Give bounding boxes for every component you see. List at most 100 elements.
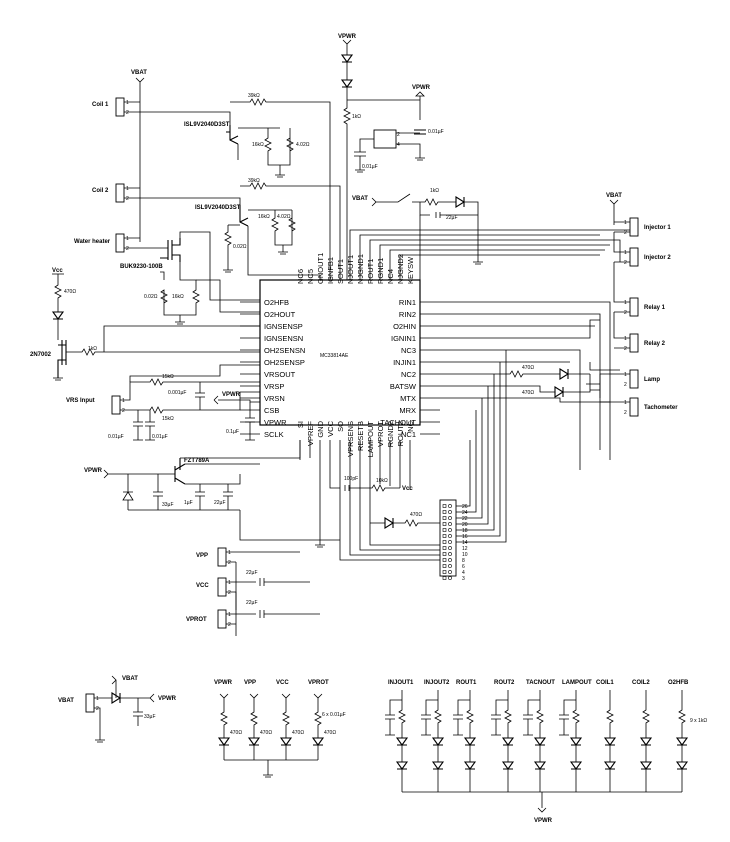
ic-pin-nc1: NC1 — [401, 430, 416, 439]
vbat-rev-top: VBAT — [122, 676, 138, 682]
output-led-icon-2 — [501, 761, 515, 770]
r1k-vbat: 1kΩ — [430, 188, 439, 194]
c33: 33µF — [162, 502, 174, 508]
output-led-cap — [491, 699, 508, 736]
output-led-icon-2 — [675, 761, 689, 770]
output-led-cap — [385, 699, 402, 736]
tach-connector[interactable] — [629, 397, 639, 417]
ic-pin-rgnd2: RGND2 — [386, 421, 395, 447]
output-led-resistor — [642, 690, 650, 738]
header-pin-square — [442, 522, 447, 526]
svg-text:1: 1 — [624, 400, 627, 406]
output-led-resistor — [504, 690, 512, 738]
vbat-right-label: VBAT — [606, 193, 622, 199]
r15k-2: 15kΩ — [162, 416, 174, 422]
ic-pin-si: SI — [296, 421, 305, 428]
ic-pin-oh2sensn: OH2SENSN — [264, 346, 305, 355]
vcc-left-label: Vcc — [52, 268, 63, 274]
mosfet-label: BUK9230-100B — [120, 264, 163, 270]
injector1-connector[interactable] — [629, 217, 639, 237]
ic-pin-rgnd1: RGND1 — [376, 258, 385, 284]
header-pin-dot — [448, 516, 452, 520]
ic-pin-vrsout: VRSOUT — [264, 370, 296, 379]
output-led-icon — [603, 737, 617, 746]
supply-led-icon — [247, 737, 261, 746]
output-led-icon — [431, 737, 445, 746]
output-led-icon-2 — [463, 761, 477, 770]
ic-pin-keysw: KEYSW — [406, 256, 415, 284]
svg-text:1: 1 — [624, 250, 627, 256]
ic-pin-batsw: BATSW — [390, 382, 417, 391]
c22-vbat: 22µF — [446, 215, 458, 221]
supply-led-label: VPP — [244, 680, 256, 686]
vpwr-top-label: VPWR — [338, 34, 357, 40]
coil2-connector[interactable] — [115, 183, 125, 203]
header-connector[interactable] — [439, 499, 457, 577]
supply-led-resistor-value: 470Ω — [324, 730, 336, 736]
svg-text:2: 2 — [624, 382, 627, 388]
ic-pin-vpref: VPREF — [306, 421, 315, 446]
svg-text:2: 2 — [228, 560, 231, 566]
igbt2-icon — [239, 205, 249, 227]
header-pin-number: 14 — [462, 540, 468, 546]
output-led-label: ROUT2 — [494, 680, 515, 686]
vrs-connector[interactable] — [111, 395, 121, 415]
regulator-section: VPWR FZT789A 33µF 1µF 22µF — [84, 440, 340, 541]
header-pin-number: 20 — [462, 522, 468, 528]
ic-pins-left: O2HFBO2HOUTIGNSENSPIGNSENSNOH2SENSNOH2SE… — [240, 298, 305, 439]
svg-text:2: 2 — [228, 590, 231, 596]
coil1-connector[interactable] — [115, 97, 125, 117]
header-pin-number: 8 — [462, 558, 465, 564]
c100p: 100pF — [344, 476, 358, 482]
supply-led-resistor — [281, 693, 291, 738]
header-pin-square — [442, 516, 447, 520]
water-heater-connector[interactable] — [115, 233, 125, 253]
supply-led-icon — [279, 737, 293, 746]
ic-pin-vrsn: VRSN — [264, 394, 285, 403]
relay1-connector[interactable] — [629, 297, 639, 317]
header-pin-square — [442, 558, 447, 562]
header-pin-dot — [448, 534, 452, 538]
output-led-label: ROUT1 — [456, 680, 477, 686]
lamp-connector[interactable] — [629, 369, 639, 389]
vpwr-right-label: VPWR — [412, 85, 431, 91]
injector2-connector[interactable] — [629, 247, 639, 267]
caps-note: 6 x 0.01µF — [322, 712, 346, 718]
ic-mc33814ae: MC33814AE O2HFBO2HOUTIGNSENSPIGNSENSNOH2… — [240, 253, 440, 457]
output-led-resistor — [606, 690, 614, 738]
header-pin-square — [442, 504, 447, 508]
vbat-rev-connector[interactable] — [85, 693, 95, 713]
vpp-connector[interactable] — [217, 547, 227, 567]
vpwr-csb-label: VPWR — [222, 392, 241, 398]
header-pin-dot — [448, 510, 452, 514]
vcc-connector[interactable] — [217, 577, 227, 597]
header-pin-number: 24 — [462, 510, 468, 516]
r402-1: 4.02Ω — [296, 142, 310, 148]
r002-2: 0.02Ω — [144, 294, 158, 300]
water-heater-label: Water heater — [74, 239, 111, 245]
vprot-connector[interactable] — [217, 609, 227, 629]
r002-1: 0.02Ω — [233, 244, 247, 250]
ic-pin-o2hout: O2HOUT — [264, 310, 296, 319]
supply-led-resistor — [249, 693, 259, 738]
output-led-label: COIL1 — [596, 680, 614, 686]
header-pin-square — [442, 540, 447, 544]
header-pin-number: 12 — [462, 546, 468, 552]
vrs-section: VRS Input 12 15kΩ 15kΩ 0.001µF 0.01µF 0.… — [66, 364, 260, 441]
ic-pin-vrsp: VRSP — [264, 382, 284, 391]
vbat-rev-label: VBAT — [58, 698, 74, 704]
output-led-label: INJOUT2 — [424, 680, 450, 686]
vcc-conn-label: VCC — [196, 583, 209, 589]
led-vpwr-top-icon — [340, 54, 354, 63]
header-pin-number: 4 — [462, 570, 465, 576]
ic-pin-rout2: ROUT2 — [396, 421, 405, 446]
header-pin-square — [442, 534, 447, 538]
injector2-label: Injector 2 — [644, 255, 671, 261]
ic-pin-vpwr: VPWR — [264, 418, 287, 427]
relay2-connector[interactable] — [629, 333, 639, 353]
ic-pin-gnd: GND — [316, 420, 325, 437]
